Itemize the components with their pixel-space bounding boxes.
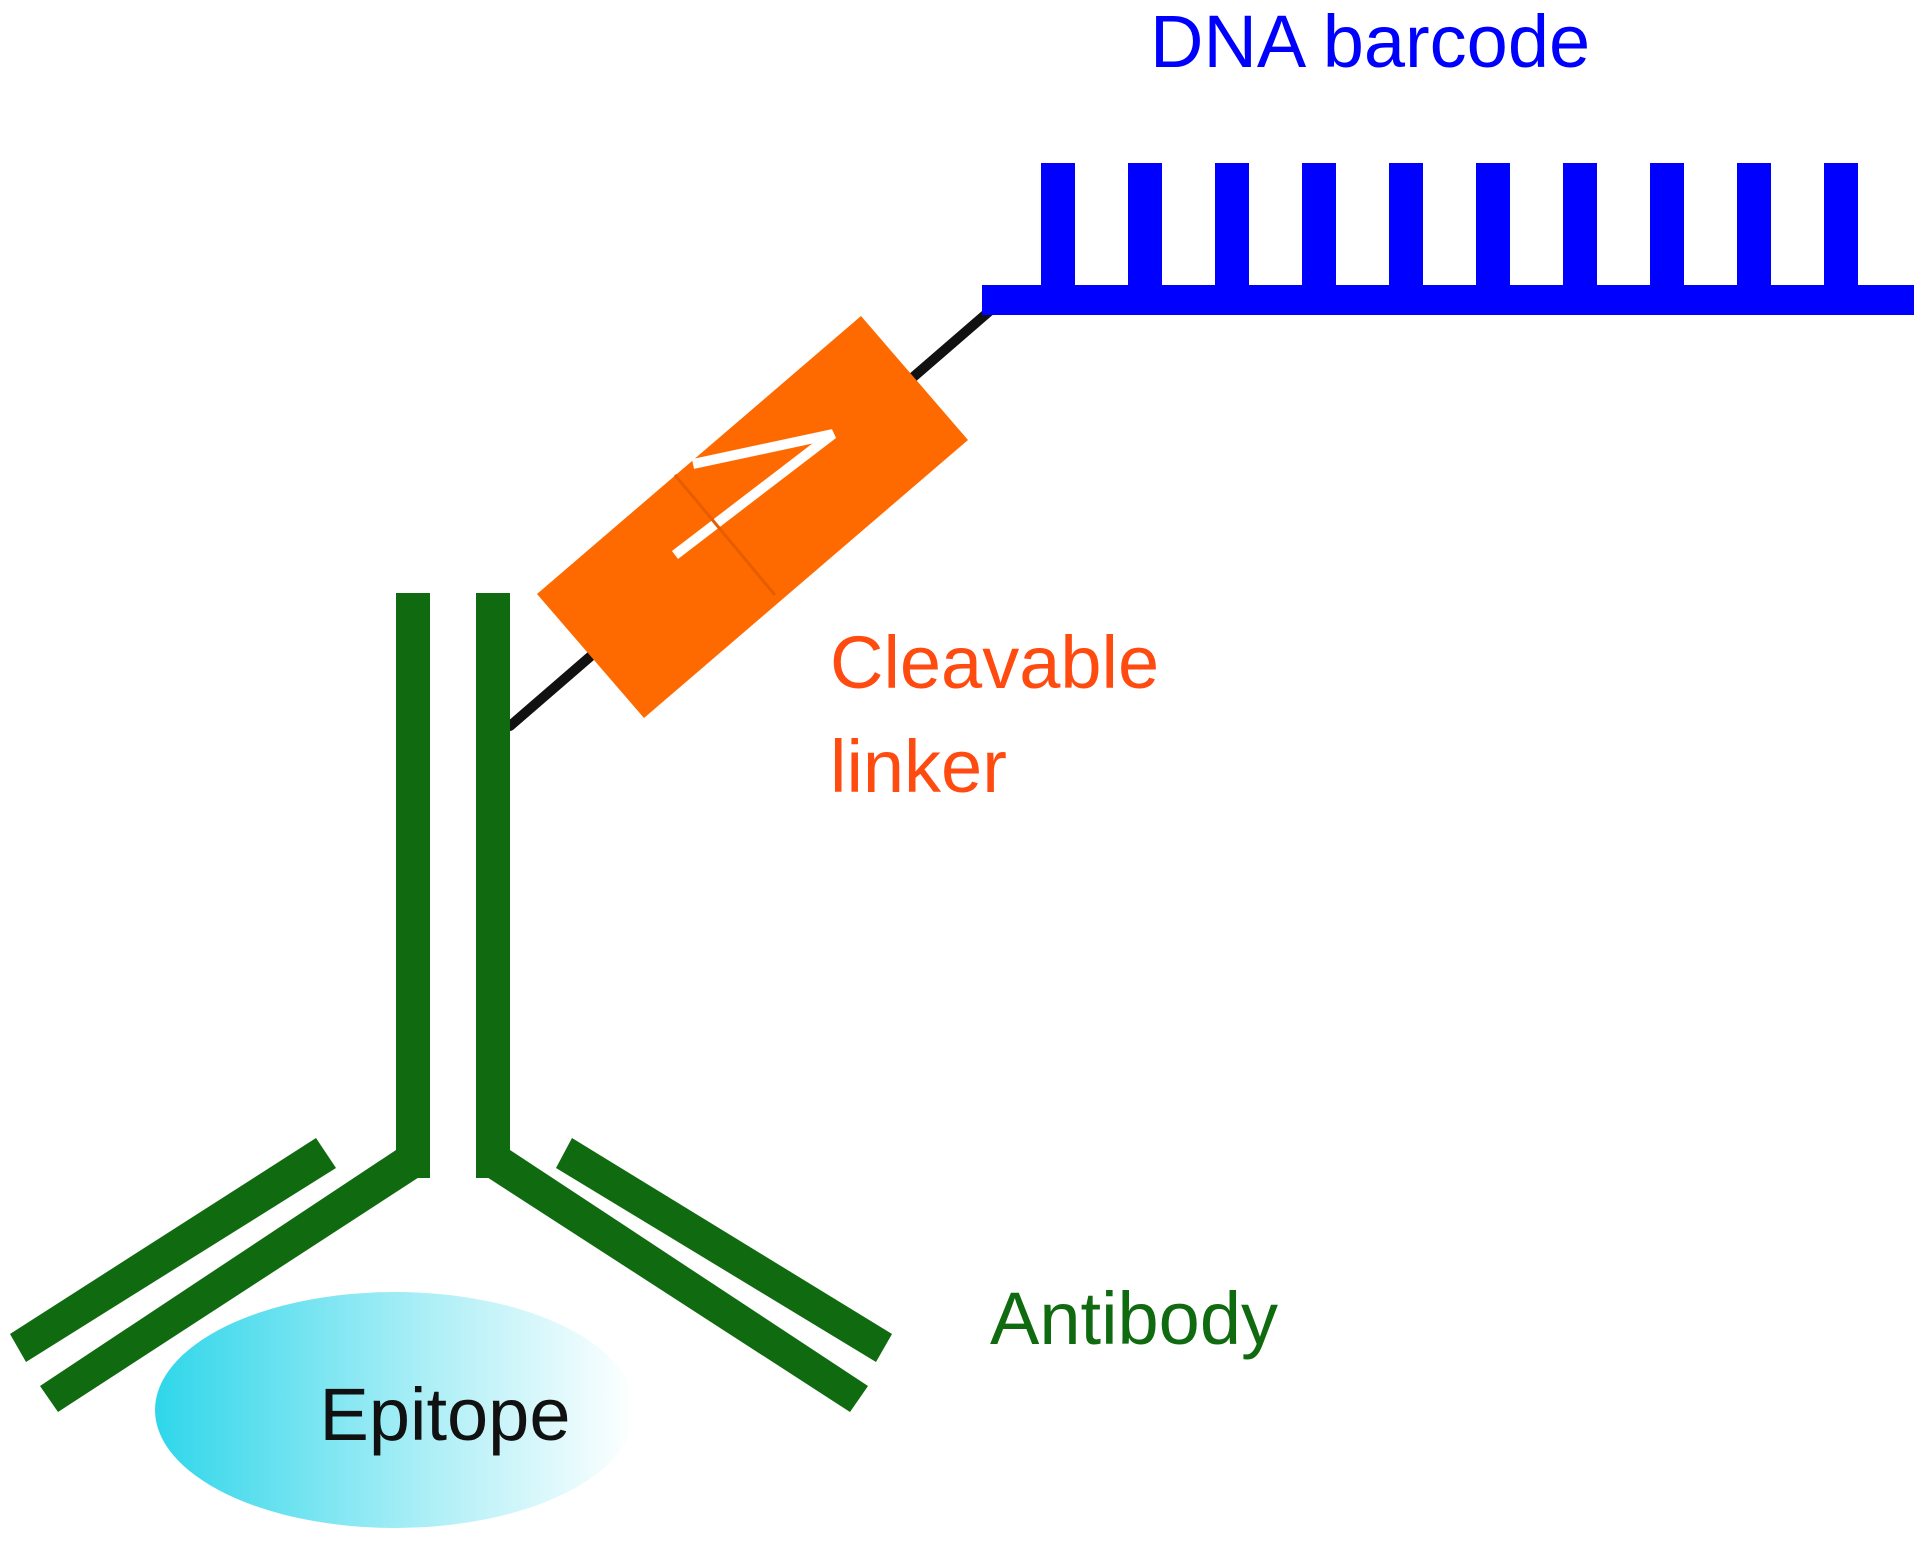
antibody-heavy-chain-stem-left <box>396 593 430 1178</box>
antibody-heavy-chain-arm-left <box>40 1150 430 1412</box>
dna-barcode-tooth <box>1302 163 1336 293</box>
dna-barcode-tooth <box>1041 163 1075 293</box>
cleavable-linker-label-line1: Cleavable <box>830 621 1159 704</box>
antibody <box>10 593 892 1412</box>
antibody-label: Antibody <box>990 1277 1278 1360</box>
dna-barcode-tooth <box>1389 163 1423 293</box>
dna-barcode-tooth <box>1650 163 1684 293</box>
dna-barcode-backbone <box>982 285 1914 315</box>
epitope-label: Epitope <box>320 1373 571 1456</box>
cleavable-linker <box>537 316 968 718</box>
dna-barcode-tooth <box>1737 163 1771 293</box>
cleavage-site-seam <box>673 474 777 596</box>
cleavage-site-mark <box>671 429 837 559</box>
epitope-shape <box>155 1292 635 1528</box>
epitope: Epitope <box>155 1292 635 1528</box>
dna-barcode-tooth <box>1563 163 1597 293</box>
cleavable-linker-label-line2: linker <box>830 725 1007 808</box>
dna-barcode <box>982 163 1914 315</box>
dna-barcode-label: DNA barcode <box>1150 0 1590 83</box>
antibody-light-chain-right <box>556 1138 892 1362</box>
cleavable-linker-body <box>537 316 968 718</box>
dna-barcode-tooth <box>1128 163 1162 293</box>
dna-barcode-tooth <box>1476 163 1510 293</box>
dna-barcode-tooth <box>1824 163 1858 293</box>
dna-barcode-tooth <box>1215 163 1249 293</box>
antibody-heavy-chain-stem-right <box>476 593 510 1178</box>
antibody-heavy-chain-arm-right <box>476 1150 868 1412</box>
antibody-light-chain-left <box>10 1138 336 1362</box>
